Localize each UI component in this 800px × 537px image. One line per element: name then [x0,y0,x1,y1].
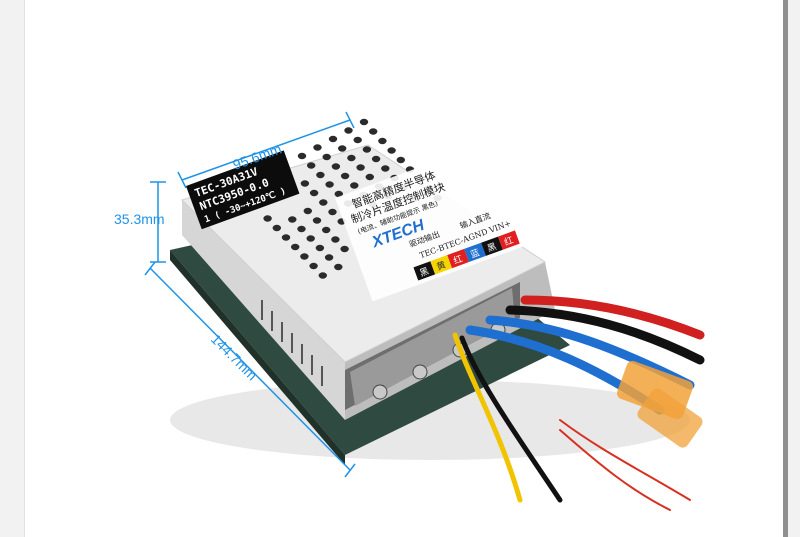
vent-hole [300,253,309,260]
vent-hole [309,189,319,197]
vent-hole [340,245,349,253]
case-side-left [182,200,345,420]
vent-hole [378,137,387,145]
dimension-height-label: 35.3mm [114,211,165,227]
vent-hole [328,135,338,143]
base-plate-edge [170,250,345,465]
terminal-block [345,282,520,410]
vent-hole [347,154,356,162]
vent-hole [288,216,297,223]
vent-hole [306,235,315,242]
vent-hole [315,244,325,252]
vent-hole [324,254,334,261]
vent-hole [303,207,312,215]
vent-hole [371,155,381,163]
color-label-black-1: 黑 [418,266,430,279]
vent-hole [369,128,378,135]
vent-hole [331,236,340,243]
vent-hole [309,262,318,270]
vent-hole [325,181,334,188]
vent-hole [318,272,327,279]
dimension-width [177,111,355,189]
vent-hole [297,225,306,233]
vent-hole [322,226,331,234]
color-label-red-2: 红 [502,234,515,248]
dimension-height [150,181,166,263]
color-label-blue: 蓝 [469,246,482,260]
vent-hole [322,153,331,161]
vent-hole [312,217,322,224]
vent-hole [307,162,316,169]
color-label-black-2: 黑 [486,241,498,254]
vent-hole [334,263,343,271]
vent-hole [272,224,281,232]
vent-hole [263,215,272,222]
vent-hole [316,171,325,179]
vent-hole [291,243,300,251]
vent-hole [362,146,372,153]
vent-hole [281,234,291,241]
color-label-yellow: 黄 [435,259,448,273]
wire-connectors [616,360,703,448]
vent-hole [350,182,359,189]
vent-hole [297,152,307,160]
vent-hole [319,199,328,206]
color-label-red-1: 红 [452,252,465,266]
vent-hole [344,127,353,134]
side-slots [261,300,323,386]
vent-hole [313,144,322,151]
vent-hole [300,180,310,187]
vent-hole [340,172,350,180]
vent-hole [365,173,374,181]
vent-hole [387,147,396,154]
vent-hole [353,136,362,144]
vent-hole [328,208,337,216]
vent-hole [359,118,369,126]
vent-hole [396,156,405,164]
vent-hole [356,164,365,171]
dimension-length [144,261,356,478]
vent-hole [334,190,343,198]
vent-hole [381,165,390,172]
label-panel: 智能高精度半导体 制冷片温度控制模块 (电流、辅助功能提示 黑色) XTECH … [335,143,523,302]
vent-hole [331,163,341,170]
vent-hole [338,145,347,152]
